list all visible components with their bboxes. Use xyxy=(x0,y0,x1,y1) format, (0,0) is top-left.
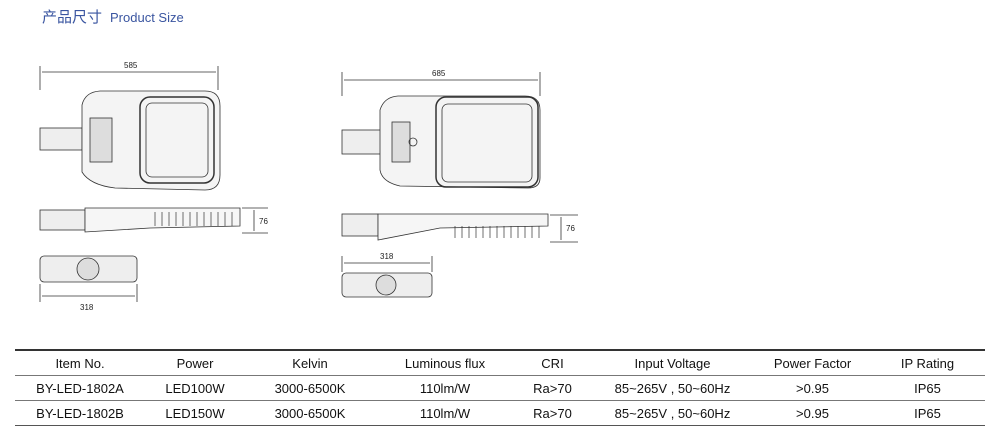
cell-power-factor: >0.95 xyxy=(755,375,870,401)
cell-power: LED100W xyxy=(145,375,245,401)
dim-length-b: 685 xyxy=(432,69,446,78)
spec-table: Item No. Power Kelvin Luminous flux CRI … xyxy=(15,349,985,426)
table-row: BY-LED-1802A LED100W 3000-6500K 110lm/W … xyxy=(15,375,985,401)
cell-item-no: BY-LED-1802A xyxy=(15,375,145,401)
col-luminous-flux: Luminous flux xyxy=(404,355,486,371)
cell-item-no: BY-LED-1802B xyxy=(15,400,145,426)
col-power-factor: Power Factor xyxy=(773,355,852,371)
title-english: Product Size xyxy=(110,10,184,25)
table-header-row: Item No. Power Kelvin Luminous flux CRI … xyxy=(15,350,985,376)
col-kelvin: Kelvin xyxy=(292,355,328,371)
section-title: 产品尺寸 Product Size xyxy=(42,6,184,27)
product-drawings: 585 76 318 685 76 xyxy=(39,61,578,312)
dim-height-b: 76 xyxy=(566,224,575,233)
cell-power: LED150W xyxy=(145,400,245,426)
title-chinese: 产品尺寸 xyxy=(42,8,103,26)
cell-ip-rating: IP65 xyxy=(870,375,985,401)
cell-kelvin: 3000-6500K xyxy=(245,375,375,401)
cell-kelvin: 3000-6500K xyxy=(245,400,375,426)
drawing-model-b: 685 76 318 xyxy=(341,69,578,298)
cell-ip-rating: IP65 xyxy=(870,400,985,426)
drawing-model-a: 585 76 318 xyxy=(39,61,268,312)
cell-input-voltage: 85~265V , 50~60Hz xyxy=(590,400,755,426)
dim-height-a: 76 xyxy=(259,217,268,226)
cell-power-factor: >0.95 xyxy=(755,400,870,426)
col-input-voltage: Input Voltage xyxy=(634,355,711,371)
dim-width-a: 318 xyxy=(80,303,94,312)
col-item-no: Item No. xyxy=(55,355,105,371)
cell-cri: Ra>70 xyxy=(515,375,590,401)
cell-luminous-flux: 110lm/W xyxy=(375,400,515,426)
col-power: Power xyxy=(176,355,214,371)
dim-width-b: 318 xyxy=(380,252,394,261)
cell-cri: Ra>70 xyxy=(515,400,590,426)
col-cri: CRI xyxy=(541,355,564,371)
table-row: BY-LED-1802B LED150W 3000-6500K 110lm/W … xyxy=(15,400,985,426)
col-ip-rating: IP Rating xyxy=(900,355,955,371)
cell-input-voltage: 85~265V , 50~60Hz xyxy=(590,375,755,401)
cell-luminous-flux: 110lm/W xyxy=(375,375,515,401)
dim-length-a: 585 xyxy=(124,61,138,70)
